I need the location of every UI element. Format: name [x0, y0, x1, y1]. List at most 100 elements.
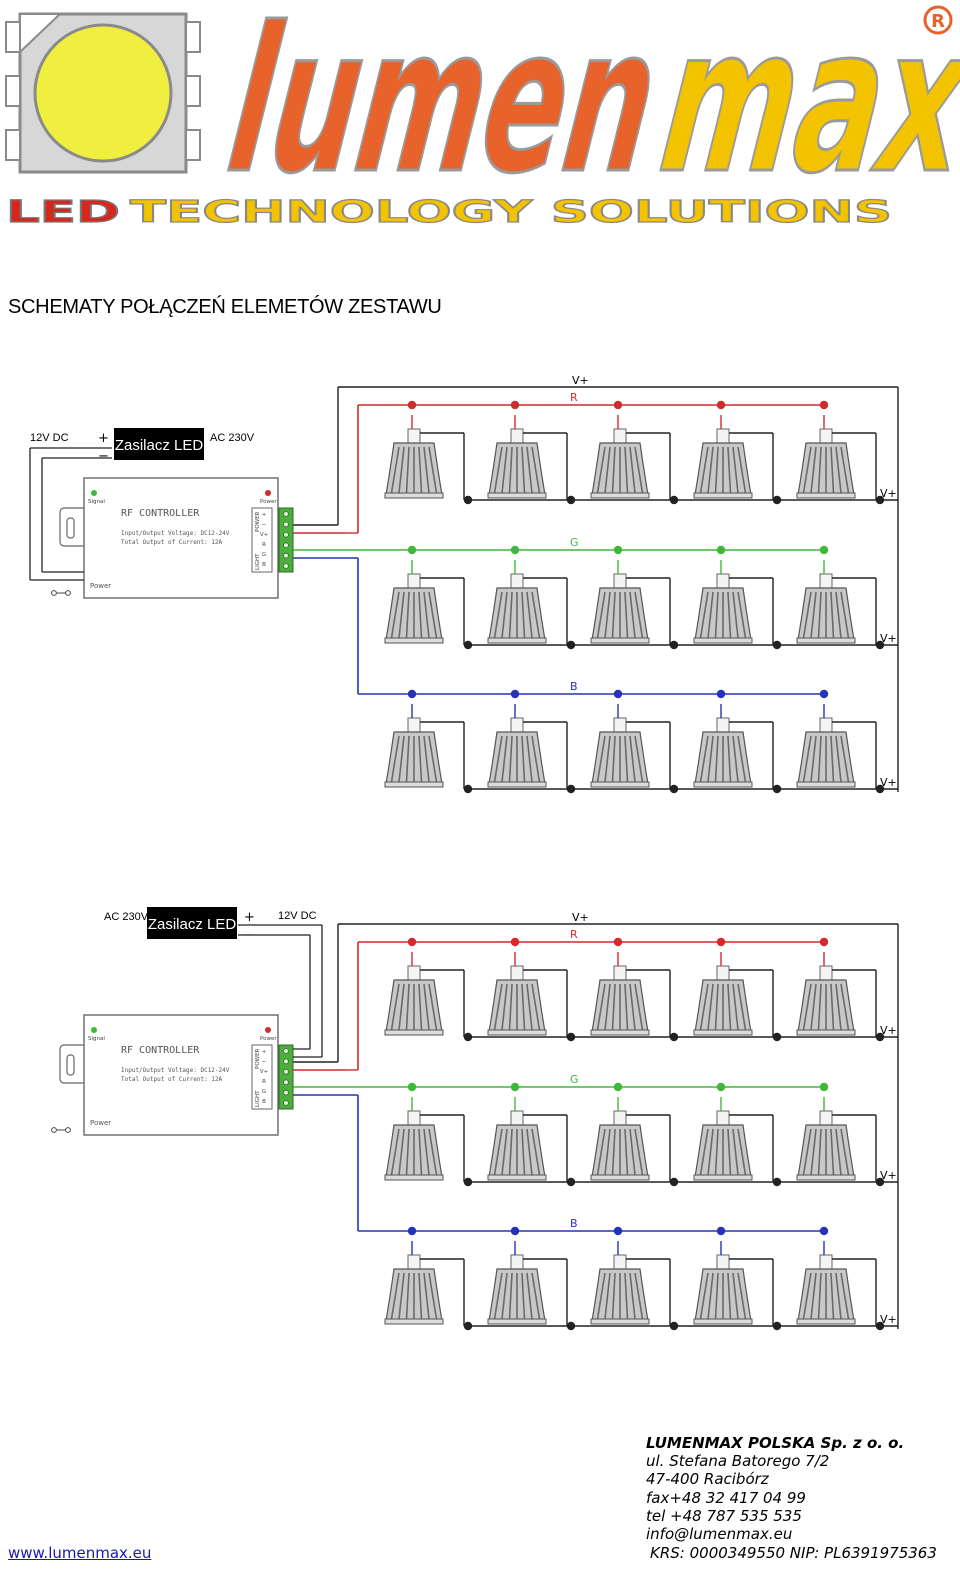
junction-dot: [819, 1082, 829, 1092]
port-label-panel: [251, 1044, 273, 1110]
lamp-rib: [398, 591, 405, 639]
lamp-rib: [423, 591, 430, 639]
lamp-rib: [521, 983, 526, 1031]
power-supply-label: Zasilacz LED: [148, 916, 237, 933]
svg-text:LED: LED: [6, 195, 120, 230]
lamp-rib: [521, 446, 526, 494]
lamp-rib: [501, 1272, 508, 1320]
lamp-base: [510, 573, 524, 589]
label-rail-b: B: [570, 680, 578, 693]
junction-dot: [875, 495, 885, 505]
junction-dot: [566, 640, 576, 650]
junction-dot: [407, 400, 417, 410]
lamp-rib: [707, 1272, 714, 1320]
lamp-rib: [493, 591, 503, 639]
lamp-rim: [693, 492, 753, 499]
power-supply-label: Zasilacz LED: [115, 437, 204, 454]
controller-title: RF CONTROLLER: [121, 1045, 200, 1056]
lamp-rib: [418, 1272, 423, 1320]
lumenmax-logo: lumen max R LED TECHNOLOGY SOLUTIONS: [5, 0, 960, 231]
lamp-icon: [590, 704, 670, 788]
website-link[interactable]: www.lumenmax.eu: [8, 1544, 152, 1562]
lamp-rib: [810, 735, 817, 783]
lamp-rib: [817, 735, 822, 783]
lamp-rib: [810, 591, 817, 639]
controller-power-bottom: Power: [90, 1119, 111, 1127]
lamp-rim: [384, 781, 444, 788]
junction-dot: [613, 1226, 623, 1236]
lamp-rib: [493, 1128, 503, 1176]
controller-signal-label: Signal: [88, 499, 105, 505]
lamp-rib: [732, 735, 739, 783]
lamp-rib: [737, 983, 747, 1031]
lamp-rib: [596, 591, 606, 639]
junction-dot: [613, 1082, 623, 1092]
lamp-rib: [423, 983, 430, 1031]
lamp-rib: [714, 1128, 719, 1176]
company-address: LUMENMAX POLSKA Sp. z o. o. ul. Stefana …: [646, 1434, 904, 1543]
junction-dot: [716, 1082, 726, 1092]
lamp-icon: [384, 1097, 464, 1181]
lamp-rib: [810, 446, 817, 494]
lamp-rib: [810, 983, 817, 1031]
lamp-rib: [390, 591, 400, 639]
company-email[interactable]: info@lumenmax.eu: [646, 1525, 793, 1544]
label-rail-g: G: [570, 1073, 579, 1086]
lamp-rib: [596, 446, 606, 494]
label-vplus-right: V+: [880, 776, 897, 789]
lamp-base: [613, 717, 627, 733]
lamp-base: [613, 1254, 627, 1270]
terminal-screw-icon: [283, 552, 289, 559]
lamp-rib: [428, 983, 438, 1031]
lamp-rib: [418, 446, 423, 494]
junction-dot: [669, 1321, 679, 1331]
lamp-base: [407, 1254, 421, 1270]
lamp-icon: [796, 415, 876, 499]
lamp-base: [510, 1110, 524, 1126]
port-pin-label: G: [262, 1089, 266, 1095]
lamp-rib: [604, 446, 611, 494]
junction-dot: [669, 495, 679, 505]
lamp-base: [716, 965, 730, 981]
lamp-rib: [418, 735, 423, 783]
controller-spec-2: Total Output of Current: 12A: [121, 1076, 223, 1083]
dc-jack-icon: [65, 1127, 71, 1133]
lamp-rib: [707, 983, 714, 1031]
port-pin-label: V+: [260, 1069, 269, 1075]
lamp-rib: [596, 1272, 606, 1320]
lamp-rib: [508, 1272, 513, 1320]
junction-dot: [875, 640, 885, 650]
lamp-base: [407, 573, 421, 589]
junction-dot: [669, 640, 679, 650]
lamp-rib: [493, 1272, 503, 1320]
junction-dot: [772, 784, 782, 794]
lamp-rim: [693, 1174, 753, 1181]
junction-dot: [716, 689, 726, 699]
junction-dot: [772, 1177, 782, 1187]
lamp-rib: [390, 1128, 400, 1176]
ac-label: AC 230V: [104, 911, 149, 923]
controller-title: RF CONTROLLER: [121, 508, 200, 519]
lamp-icon: [590, 560, 670, 644]
lamp-rib: [493, 983, 503, 1031]
port-pin-label: G: [262, 552, 266, 558]
lamp-rib: [423, 1128, 430, 1176]
lamp-rib: [418, 1128, 423, 1176]
port-pin-label: B: [262, 1099, 266, 1105]
lamp-rib: [629, 983, 636, 1031]
lamp-base: [716, 717, 730, 733]
lamp-base: [716, 428, 730, 444]
lamp-rib: [840, 1128, 850, 1176]
controller-power-label: Power: [260, 499, 277, 505]
label-vplus-top: V+: [572, 911, 589, 924]
junction-dot: [463, 1032, 473, 1042]
lamp-rib: [727, 446, 732, 494]
lamp-icon: [487, 415, 567, 499]
minus-sign: −: [98, 449, 109, 464]
port-pin-label: R: [262, 1079, 266, 1085]
lamp-base: [819, 1254, 833, 1270]
lamp-rib: [732, 1272, 739, 1320]
lamp-rim: [384, 1029, 444, 1036]
